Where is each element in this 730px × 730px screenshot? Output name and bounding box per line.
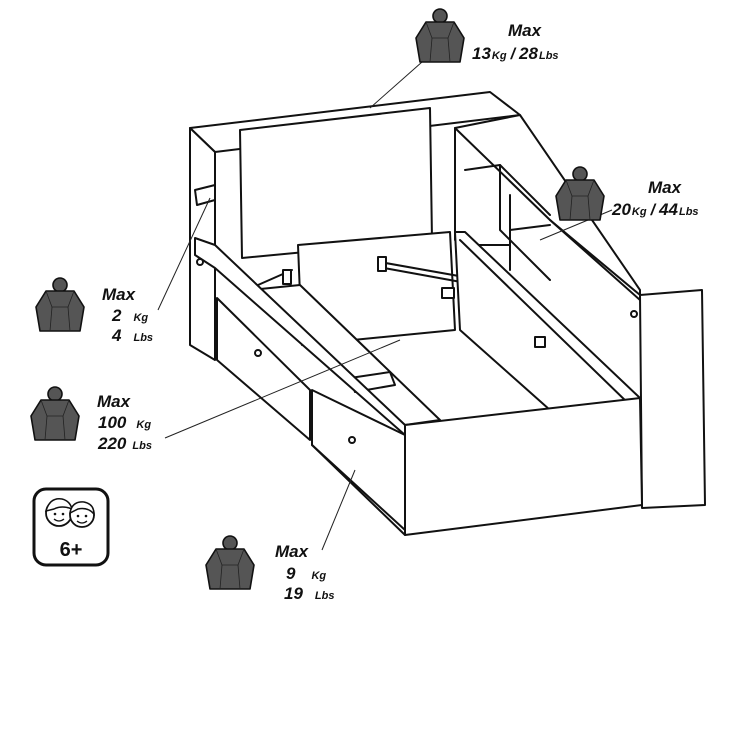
drawer-lbs-row: 19 Lbs (284, 585, 334, 603)
right-lbs-value: 44 (659, 200, 678, 219)
weight-icon-shelf (35, 277, 85, 332)
weight-icon-bed (30, 386, 80, 441)
right-weight-values: 20Kg/44Lbs (612, 201, 699, 219)
right-lbs-unit: Lbs (678, 206, 699, 218)
age-text: 6+ (59, 539, 83, 561)
shelf-max-label: Max (102, 285, 136, 304)
top-kg-value: 13 (472, 44, 491, 63)
bed-max-label: Max (97, 392, 131, 411)
top-max-label: Max (508, 21, 542, 40)
drawer-lbs-value: 19 (284, 584, 303, 603)
drawer-kg-value: 9 (286, 564, 296, 583)
bed-lbs-value: 220 (98, 434, 127, 453)
drawer-kg-row: 9 Kg (286, 565, 326, 583)
bed-lbs-unit: Lbs (132, 440, 152, 452)
top-separator: / (510, 46, 516, 63)
age-badge: 6+ (32, 487, 110, 567)
drawer-lbs-unit: Lbs (314, 590, 335, 602)
right-max-label: Max (648, 178, 682, 197)
right-separator: / (650, 202, 656, 219)
weight-icon-drawer (205, 535, 255, 590)
top-kg-unit: Kg (491, 50, 507, 62)
children-faces-icon (32, 487, 110, 567)
bed-kg-row: 100 Kg (98, 414, 151, 432)
shelf-kg-row: 2 Kg (112, 307, 148, 325)
bed-linework (189, 91, 706, 536)
weight-icon-top (415, 8, 465, 63)
bed-lbs-row: 220 Lbs (98, 435, 152, 453)
shelf-kg-value: 2 (112, 306, 122, 325)
right-kg-unit: Kg (631, 206, 647, 218)
weight-icon-right (555, 166, 605, 221)
shelf-lbs-unit: Lbs (133, 332, 154, 344)
bed-kg-unit: Kg (136, 419, 152, 431)
top-lbs-value: 28 (519, 44, 538, 63)
top-weight-values: 13Kg/28Lbs (472, 45, 559, 63)
shelf-lbs-row: 4 Lbs (112, 327, 153, 345)
right-kg-value: 20 (612, 200, 631, 219)
shelf-lbs-value: 4 (112, 326, 122, 345)
top-lbs-unit: Lbs (538, 50, 559, 62)
shelf-kg-unit: Kg (133, 312, 149, 324)
drawer-kg-unit: Kg (311, 570, 327, 582)
drawer-max-label: Max (275, 542, 309, 561)
bed-kg-value: 100 (98, 413, 127, 432)
